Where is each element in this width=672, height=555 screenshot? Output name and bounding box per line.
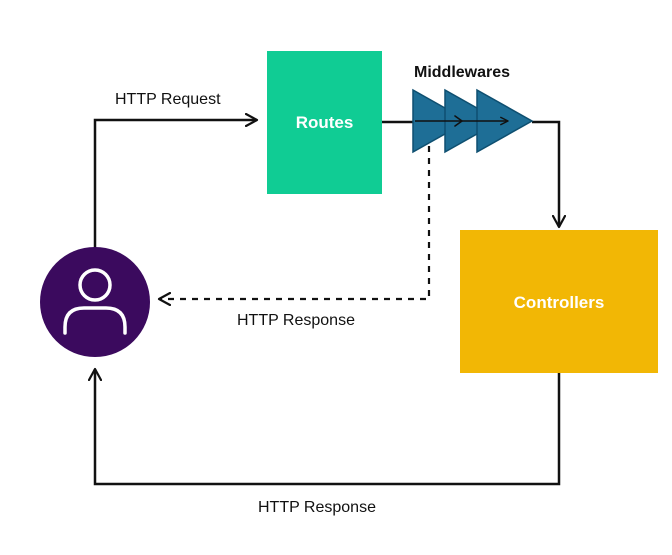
controller-response-label: HTTP Response [258, 499, 376, 516]
user-avatar [40, 247, 150, 357]
user-avatar-circle [40, 247, 150, 357]
middlewares-to-controllers-arrow [532, 120, 559, 227]
middleware-inner-tick-1 [454, 115, 463, 127]
http-request-arrow [93, 120, 257, 248]
routes-label: Routes [295, 113, 354, 132]
middleware-response-label: HTTP Response [237, 312, 355, 329]
controllers-box [460, 230, 658, 373]
controllers-label: Controllers [513, 293, 605, 312]
middlewares-label: Middlewares [414, 64, 511, 81]
controller-response-arrow [95, 369, 561, 486]
user-icon [63, 268, 127, 335]
routes-box [267, 51, 382, 194]
middleware-response-dashed-arrow [159, 146, 431, 299]
http-request-label: HTTP Request [115, 91, 221, 108]
middleware-arrows-icon [412, 88, 534, 154]
